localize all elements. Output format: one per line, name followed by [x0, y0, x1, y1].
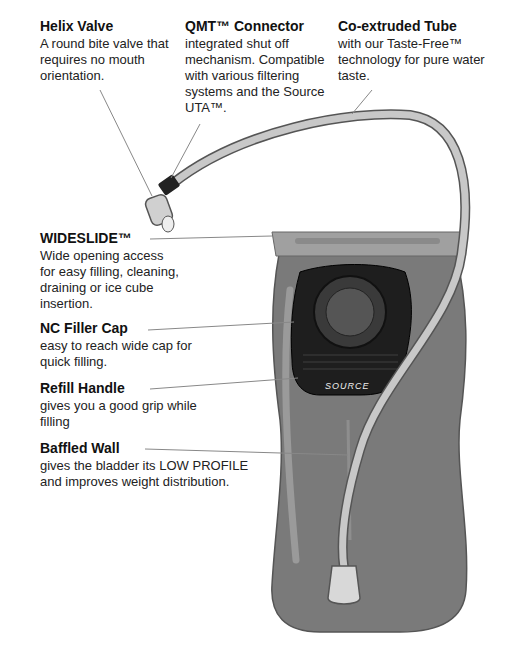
tube-outline: [172, 114, 465, 568]
drink-tube: [172, 114, 465, 568]
callout-body: easy to reach wide cap for quick filling…: [40, 338, 210, 370]
callout-heading: NC Filler Cap: [40, 320, 190, 337]
valve-tip: [162, 216, 174, 232]
wideslide-top: [272, 232, 462, 256]
tube-fitting: [328, 566, 360, 604]
callout-body: Wide opening access for easy filling, cl…: [40, 248, 180, 312]
qmt-connector: [158, 174, 181, 196]
callout-body: gives the bladder its LOW PROFILE and im…: [40, 458, 250, 490]
brand-logo: SOURCE: [325, 378, 385, 394]
callout-body: with our Taste-Free™ technology for pure…: [338, 36, 508, 84]
callout-heading: Refill Handle: [40, 380, 190, 397]
cap-grip: [303, 355, 398, 369]
cap-knob: [314, 276, 386, 348]
callout-heading: Baffled Wall: [40, 440, 190, 457]
callout-body: A round bite valve that requires no mout…: [40, 36, 170, 84]
callout-heading: QMT™ Connector: [185, 18, 335, 35]
cap-center: [326, 288, 374, 336]
callout-heading: Co-extruded Tube: [338, 18, 510, 35]
callout-heading: WIDESLIDE™: [40, 230, 180, 247]
callout-heading: Helix Valve: [40, 18, 180, 35]
callout-body: gives you a good grip while filling: [40, 398, 210, 430]
slide-groove: [295, 238, 440, 244]
callout-body: integrated shut off mechanism. Compatibl…: [185, 36, 335, 116]
